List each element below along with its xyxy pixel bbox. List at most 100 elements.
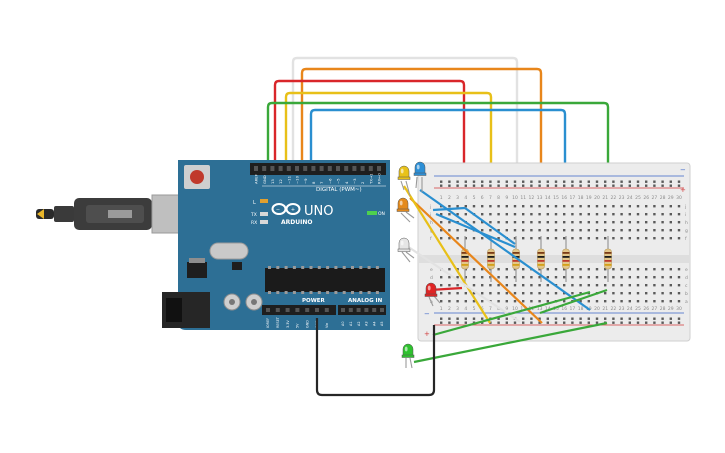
digital-pin-13[interactable] [360,166,365,171]
resistor-2[interactable] [487,236,495,282]
green-led[interactable] [401,343,415,369]
wire-black[interactable] [315,318,436,397]
digital-pin-8[interactable] [319,166,324,171]
wire-blue-3[interactable] [464,207,516,245]
orange-led[interactable] [396,197,415,223]
power-pin-4[interactable] [305,308,310,312]
row-letter: i [685,212,686,218]
wire-blue[interactable] [309,108,567,200]
digital-pin-1[interactable] [262,166,267,171]
rail-plus-bottom: + [424,330,430,338]
column-number: 11 [520,195,526,201]
rail-plus-top: + [680,186,686,194]
digital-pin-label: ~10 [295,175,300,184]
digital-pin-10[interactable] [336,166,340,171]
power-pin-label: 5V [296,323,300,328]
wire-orange[interactable] [300,67,543,200]
column-number: 24 [627,195,633,201]
column-number: 26 [643,306,649,312]
wire-blue-short[interactable] [432,206,466,212]
on-led [367,211,377,215]
digital-pin-label: GND [262,175,267,184]
digital-pin-14[interactable] [368,166,373,171]
red-led[interactable] [424,282,441,307]
analog-pin-label: A4 [372,322,376,326]
row-letter: h [430,220,433,226]
analog-pin-1[interactable] [348,308,353,312]
power-pin-label: RESET [276,316,280,328]
resistor-1[interactable] [461,236,469,282]
row-letter: b [685,291,688,297]
crystal [209,242,249,260]
reset-button[interactable] [190,170,204,184]
column-number: 14 [545,306,551,312]
digital-pin-3[interactable] [278,166,283,171]
digital-pin-label: 2 [360,181,365,184]
column-number: 28 [660,306,666,312]
column-number: 12 [529,195,535,201]
digital-pin-9[interactable] [327,166,332,171]
column-number: 15 [553,195,559,201]
column-number: 8 [497,306,500,312]
column-number: 2 [448,195,451,201]
wire-yellow[interactable] [284,91,493,200]
digital-pin-4[interactable] [286,166,291,171]
column-number: 16 [561,306,567,312]
blue-led[interactable] [413,161,427,192]
power-pin-6[interactable] [324,308,329,312]
power-pin-0[interactable] [266,308,270,312]
digital-pin-label: 7 [319,181,324,184]
power-pin-3[interactable] [295,308,300,312]
power-pin-2[interactable] [285,308,290,312]
digital-pin-11[interactable] [344,166,349,171]
tx-led-label: TX [250,212,257,218]
column-number: 25 [635,195,641,201]
digital-pin-7[interactable] [311,166,316,171]
wire-green[interactable] [266,101,610,200]
wire-white[interactable] [291,56,519,200]
analog-pin-3[interactable] [364,308,369,312]
row-letter: d [685,275,688,281]
column-number: 4 [464,195,467,201]
digital-label: DIGITAL (PWM~) [316,187,362,193]
analog-pin-label: A0 [341,322,345,326]
column-number: 13 [537,306,543,312]
column-number: 20 [594,195,600,201]
white-led[interactable] [397,237,415,263]
digital-pin-label: ~6 [327,178,332,184]
power-pin-5[interactable] [315,308,319,312]
wire-orange-diag[interactable] [409,197,543,324]
wire-green-2[interactable] [413,321,608,364]
wire-green-1[interactable] [432,290,591,337]
analog-pin-5[interactable] [380,308,384,312]
column-number: 16 [561,195,567,201]
analog-pin-0[interactable] [341,308,345,312]
wire-red[interactable] [273,79,466,200]
digital-pin-12[interactable] [352,166,357,171]
wire-blue-2[interactable] [435,212,516,249]
resistor-5[interactable] [562,236,570,282]
column-number: 7 [489,306,492,312]
wire-yellow-diag[interactable] [403,185,491,324]
column-number: 1 [440,195,443,201]
digital-pin-row [254,166,381,171]
power-pin-1[interactable] [275,308,280,312]
digital-pin-0[interactable] [254,166,258,171]
analog-pin-2[interactable] [356,308,361,312]
digital-pin-15[interactable] [377,166,381,171]
wire-white-diag[interactable] [406,245,521,323]
column-number: 23 [619,195,625,201]
wire-green-3[interactable] [539,288,608,315]
analog-pin-4[interactable] [372,308,377,312]
resistor-6[interactable] [604,236,612,282]
digital-pin-label: ~3 [352,178,357,184]
digital-pin-5[interactable] [295,166,299,171]
column-number: 5 [473,306,476,312]
analog-pin-label: A1 [349,322,353,326]
digital-pin-label: 8 [311,181,316,184]
digital-pin-6[interactable] [303,166,308,171]
row-letter: f [685,236,687,242]
yellow-led[interactable] [397,165,411,197]
column-number: 11 [520,306,526,312]
digital-pin-2[interactable] [270,166,275,171]
